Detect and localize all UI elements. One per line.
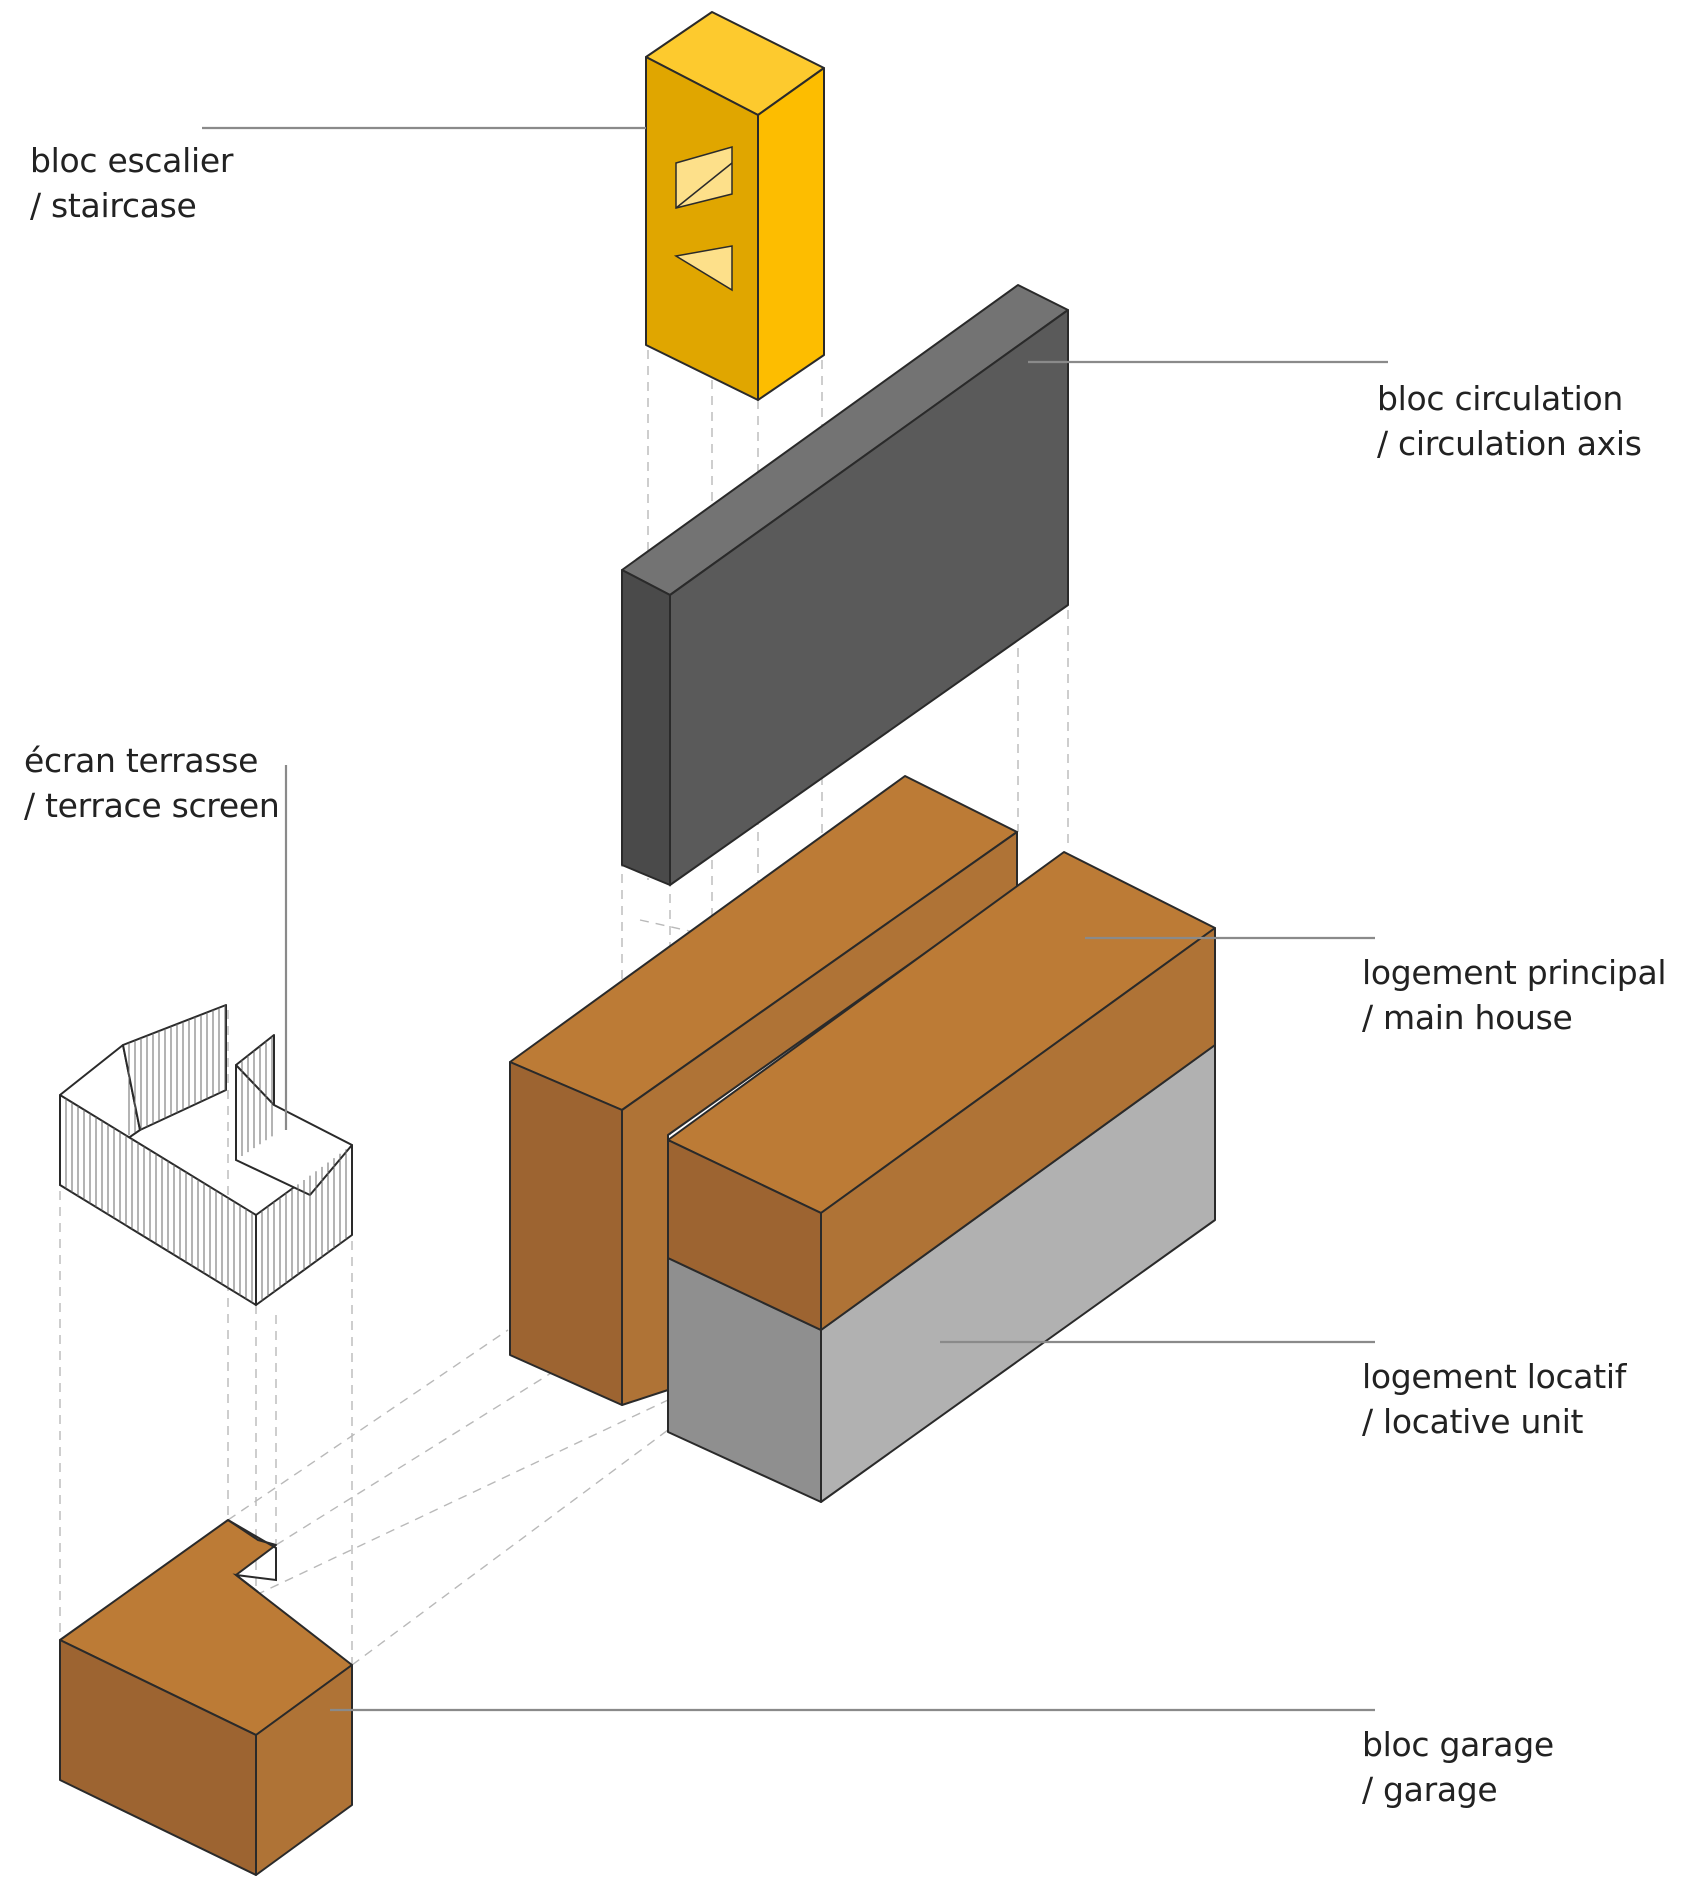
garage-side-face (255, 1664, 353, 1876)
label-locative-en: / locative unit (1362, 1402, 1584, 1441)
garage-notch (227, 1519, 277, 1593)
label-staircase-en: / staircase (30, 186, 197, 225)
leader-lines (202, 126, 1388, 1712)
label-main-house-fr: logement principal (1362, 953, 1667, 992)
terrace-screen-hatching (65, 1005, 347, 1303)
garage-block (59, 1519, 353, 1876)
main-house-block (509, 775, 1216, 1503)
circulation-block (621, 284, 1069, 886)
terrace-screen (59, 1004, 353, 1306)
label-circulation: bloc circulation / circulation axis (1377, 376, 1642, 466)
terrace-screen-inner-panel (235, 1064, 353, 1196)
main-house-front-side-face (820, 927, 1216, 1331)
label-main-house-en: / main house (1362, 998, 1573, 1037)
label-garage-fr: bloc garage (1362, 1725, 1554, 1764)
label-locative-fr: logement locatif (1362, 1357, 1627, 1396)
staircase-opening-upper (675, 146, 733, 209)
staircase-opening-upper-diagonal (675, 162, 733, 209)
label-garage-en: / garage (1362, 1770, 1498, 1809)
label-terrace: écran terrasse / terrace screen (24, 738, 280, 828)
label-staircase: bloc escalier / staircase (30, 138, 233, 228)
label-circulation-fr: bloc circulation (1377, 379, 1623, 418)
label-staircase-fr: bloc escalier (30, 141, 234, 180)
staircase-block (645, 11, 825, 401)
staircase-right-face (757, 67, 825, 401)
label-garage: bloc garage / garage (1362, 1722, 1554, 1812)
terrace-screen-back-panel (122, 1004, 227, 1131)
circulation-side-face (621, 569, 671, 886)
label-terrace-fr: écran terrasse (24, 741, 259, 780)
label-circulation-en: / circulation axis (1377, 424, 1642, 463)
main-house-back-front-face (509, 1061, 623, 1406)
label-main-house: logement principal / main house (1362, 950, 1667, 1040)
terrace-screen-front-left-panel (59, 1094, 257, 1306)
staircase-left-face (645, 56, 759, 401)
label-locative: logement locatif / locative unit (1362, 1354, 1626, 1444)
staircase-opening-lower (673, 245, 733, 292)
main-house-back-side-face (621, 831, 1018, 1406)
label-terrace-en: / terrace screen (24, 786, 280, 825)
